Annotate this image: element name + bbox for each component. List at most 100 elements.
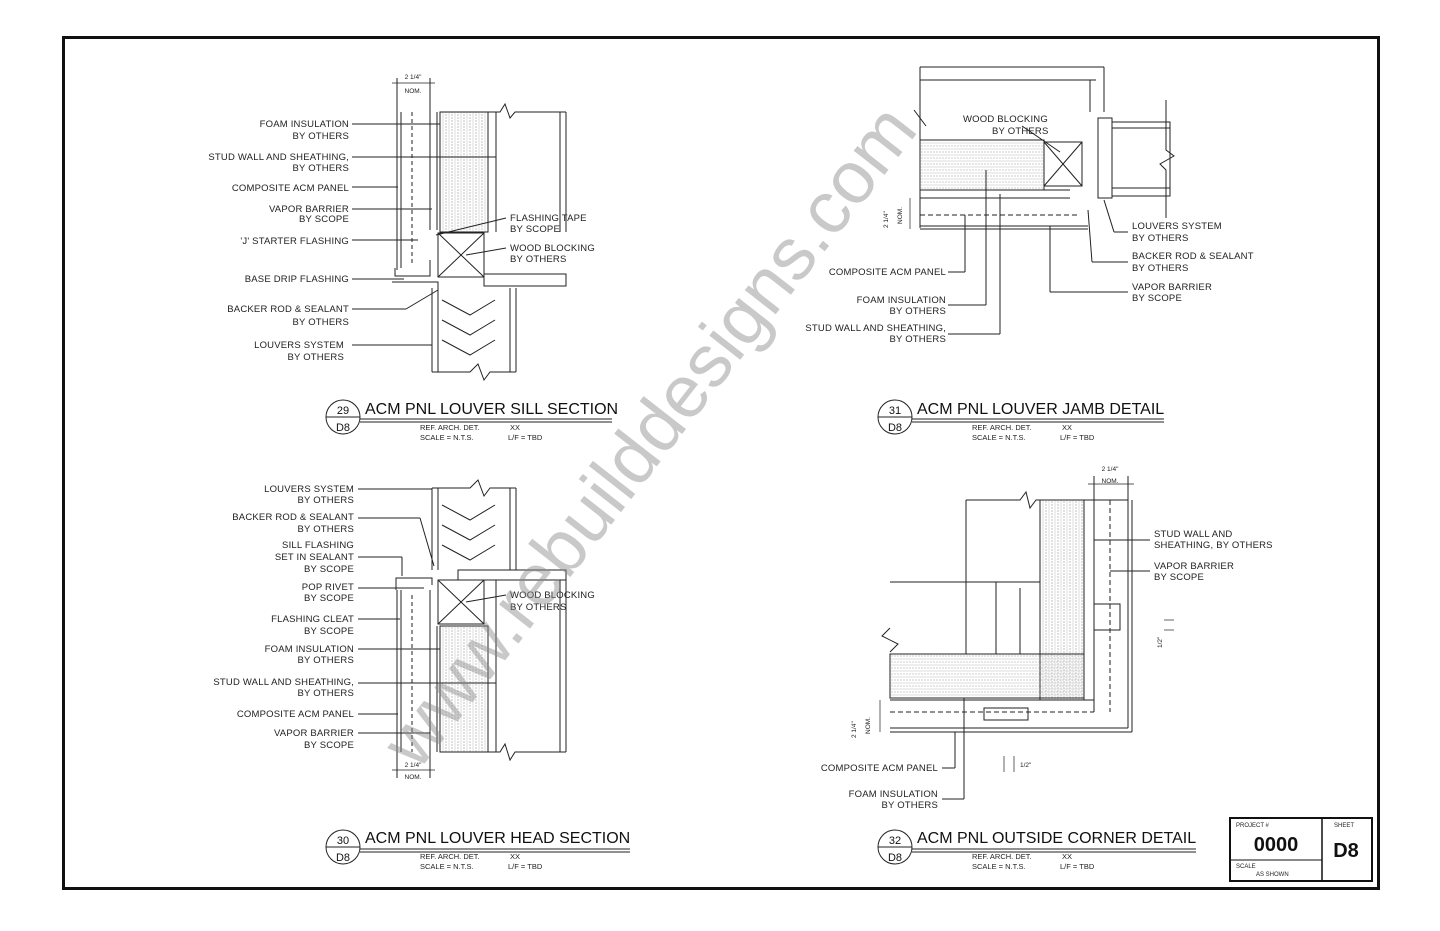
dim-1-2: 1/2" — [1020, 762, 1032, 769]
scale-text: SCALE = N.T.S. — [972, 433, 1026, 442]
label-stud-wall: STUD WALL AND SHEATHING, — [213, 677, 354, 688]
lf-text: L/F = TBD — [1060, 433, 1095, 442]
dim-2-1-4: 2 1/4" — [405, 74, 422, 81]
dim-2-1-4: 2 1/4" — [1102, 466, 1119, 473]
sheet-border — [62, 36, 1380, 890]
scale-text: SCALE = N.T.S. — [420, 862, 474, 871]
label-composite-acm-panel: COMPOSITE ACM PANEL — [829, 267, 946, 278]
label-by-scope: BY SCOPE — [304, 626, 354, 637]
label-by-others: BY OTHERS — [297, 495, 354, 506]
label-foam-insulation: FOAM INSULATION — [260, 119, 349, 130]
label-louvers-system: LOUVERS SYSTEM — [1132, 221, 1222, 232]
title-graphics — [325, 399, 1196, 865]
label-by-others: BY OTHERS — [1132, 263, 1189, 274]
scale-text: SCALE = N.T.S. — [420, 433, 474, 442]
label-by-others: BY OTHERS — [992, 126, 1049, 137]
label-stud-wall: STUD WALL AND SHEATHING, — [208, 152, 349, 163]
detail-29-text: 2 1/4" NOM. FOAM INSULATION BY OTHERS ST… — [208, 74, 618, 442]
label-by-scope: BY SCOPE — [510, 224, 560, 235]
label-by-scope: BY SCOPE — [1132, 293, 1182, 304]
label-pop-rivet: POP RIVET — [302, 582, 354, 593]
ref-arch-det: REF. ARCH. DET. — [420, 852, 480, 861]
scale-text: SCALE = N.T.S. — [972, 862, 1026, 871]
label-wood-blocking: WOOD BLOCKING — [510, 590, 595, 601]
label-by-others: BY OTHERS — [889, 334, 946, 345]
dim-nom: NOM. — [897, 207, 904, 224]
label-composite-acm-panel: COMPOSITE ACM PANEL — [237, 709, 354, 720]
detail-sheet: D8 — [336, 852, 350, 864]
label-by-others: BY OTHERS — [297, 655, 354, 666]
label-foam-insulation: FOAM INSULATION — [849, 789, 938, 800]
scale-label: SCALE — [1236, 864, 1256, 870]
dim-2-1-4: 2 1/4" — [405, 762, 422, 769]
label-by-others: BY OTHERS — [292, 131, 349, 142]
label-by-others: BY OTHERS — [889, 306, 946, 317]
detail-title: ACM PNL OUTSIDE CORNER DETAIL — [917, 830, 1196, 847]
ref-arch-det: REF. ARCH. DET. — [972, 852, 1032, 861]
detail-number: 29 — [337, 405, 349, 417]
detail-30-head-section — [358, 479, 567, 778]
dim-nom: NOM. — [1102, 478, 1119, 485]
ref-value: XX — [1062, 852, 1072, 861]
dim-nom: NOM. — [865, 717, 872, 734]
dim-1-2: 1/2" — [1157, 636, 1164, 648]
label-flashing-tape: FLASHING TAPE — [510, 213, 587, 224]
label-by-others: BY OTHERS — [510, 602, 567, 613]
detail-32-text: 2 1/4" NOM. STUD WALL AND SHEATHING, BY … — [821, 466, 1273, 871]
title-block-text: PROJECT # 0000 SHEET D8 SCALE AS SHOWN — [1236, 823, 1359, 878]
label-by-others: BY OTHERS — [287, 352, 344, 363]
detail-title: ACM PNL LOUVER JAMB DETAIL — [917, 401, 1164, 418]
detail-sheet: D8 — [888, 852, 902, 864]
title-block — [1229, 817, 1373, 882]
lf-text: L/F = TBD — [508, 862, 543, 871]
scale-value: AS SHOWN — [1256, 872, 1289, 878]
label-wood-blocking: WOOD BLOCKING — [963, 114, 1048, 125]
label-base-drip-flashing: BASE DRIP FLASHING — [245, 274, 349, 285]
label-vapor-barrier: VAPOR BARRIER — [1132, 282, 1212, 293]
label-by-others: BY OTHERS — [297, 688, 354, 699]
label-by-others: BY OTHERS — [510, 254, 567, 265]
label-by-scope: BY SCOPE — [299, 214, 349, 225]
label-foam-insulation: FOAM INSULATION — [857, 295, 946, 306]
ref-value: XX — [510, 423, 520, 432]
label-by-scope: BY SCOPE — [304, 564, 354, 575]
label-by-others: BY OTHERS — [1132, 233, 1189, 244]
label-j-starter-flashing: 'J' STARTER FLASHING — [240, 236, 349, 247]
detail-sheet: D8 — [888, 422, 902, 434]
label-louvers-system: LOUVERS SYSTEM — [254, 340, 344, 351]
label-by-scope: BY SCOPE — [304, 740, 354, 751]
dim-nom: NOM. — [405, 774, 422, 781]
label-by-scope: BY SCOPE — [304, 593, 354, 604]
label-backer-rod: BACKER ROD & SEALANT — [227, 304, 349, 315]
label-vapor-barrier: VAPOR BARRIER — [1154, 561, 1234, 572]
label-foam-insulation: FOAM INSULATION — [265, 644, 354, 655]
label-wood-blocking: WOOD BLOCKING — [510, 243, 595, 254]
sheet-number: D8 — [1333, 840, 1359, 862]
label-sill-flashing: SILL FLASHING — [282, 540, 354, 551]
detail-31-text: WOOD BLOCKING BY OTHERS COMPOSITE ACM PA… — [805, 114, 1253, 442]
dim-2-1-4: 2 1/4" — [851, 721, 858, 738]
label-composite-acm-panel: COMPOSITE ACM PANEL — [821, 763, 938, 774]
ref-value: XX — [1062, 423, 1072, 432]
detail-number: 32 — [889, 835, 901, 847]
label-backer-rod: BACKER ROD & SEALANT — [1132, 251, 1254, 262]
label-by-scope: BY SCOPE — [1154, 572, 1204, 583]
lf-text: L/F = TBD — [508, 433, 543, 442]
detail-title: ACM PNL LOUVER SILL SECTION — [365, 401, 618, 418]
label-by-others: BY OTHERS — [297, 524, 354, 535]
label-by-others: BY OTHERS — [292, 163, 349, 174]
ref-arch-det: REF. ARCH. DET. — [420, 423, 480, 432]
label-flashing-cleat: FLASHING CLEAT — [271, 614, 354, 625]
label-set-in-sealant: SET IN SEALANT — [275, 552, 354, 563]
detail-number: 30 — [337, 835, 349, 847]
label-vapor-barrier: VAPOR BARRIER — [269, 204, 349, 215]
label-sheathing-by-others: SHEATHING, BY OTHERS — [1154, 540, 1273, 551]
project-label: PROJECT # — [1236, 823, 1270, 829]
label-stud-wall: STUD WALL AND SHEATHING, — [805, 323, 946, 334]
label-louvers-system: LOUVERS SYSTEM — [264, 484, 354, 495]
dim-2-1-4: 2 1/4" — [883, 211, 890, 228]
detail-31-jamb-detail — [909, 66, 1175, 335]
label-stud-wall: STUD WALL AND — [1154, 529, 1232, 540]
